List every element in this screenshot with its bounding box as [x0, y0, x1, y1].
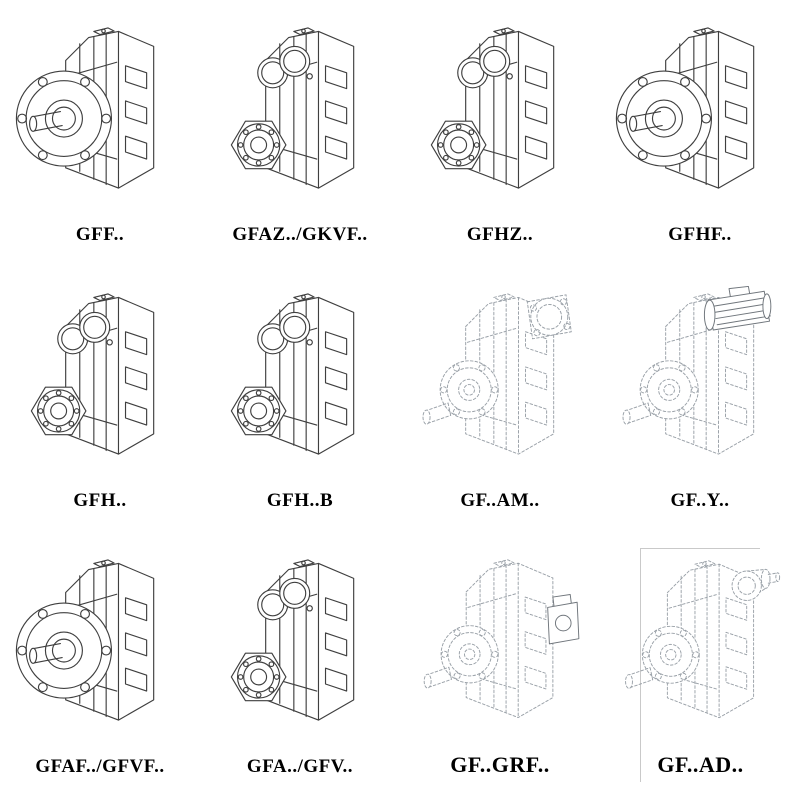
product-cell: GF..AD..	[640, 548, 760, 782]
product-label: GFA../GFV..	[246, 756, 354, 777]
product-cell: GFH..	[40, 282, 160, 516]
gearbox-hollow-drawing	[8, 286, 192, 484]
product-cell: GFH..B	[240, 282, 360, 516]
product-cell: GF..Y..	[640, 282, 760, 516]
gearbox-hollow-shaft-drawing	[408, 20, 592, 218]
product-label: GF..AM..	[460, 490, 540, 511]
product-label: GFAF../GFVF..	[35, 756, 165, 777]
gearbox-grf-input-drawing	[408, 552, 592, 747]
product-label: GFHF..	[668, 224, 732, 245]
gearbox-iec-adapter-drawing	[408, 286, 592, 484]
product-cell: GFAZ../GKVF..	[240, 16, 367, 250]
product-cell: GF..GRF..	[440, 548, 560, 782]
product-label: GF..AD..	[657, 752, 744, 777]
product-label: GFAZ../GKVF..	[232, 224, 368, 245]
gearbox-ad-input-drawing	[609, 553, 793, 747]
product-label: GF..Y..	[670, 490, 730, 511]
product-cell: GFHF..	[640, 16, 760, 250]
product-cell: GFF..	[40, 16, 160, 250]
gearbox-shaft-variant-drawing	[208, 552, 392, 750]
product-label: GFH..B	[266, 490, 334, 511]
product-cell: GFAF../GFVF..	[40, 548, 164, 782]
gearbox-hollow-base-drawing	[208, 286, 392, 484]
product-label: GFF..	[75, 224, 125, 245]
product-label: GF..GRF..	[450, 752, 550, 777]
product-cell: GFHZ..	[440, 16, 560, 250]
gearbox-with-motor-drawing	[608, 286, 792, 484]
product-cell: GFA../GFV..	[240, 548, 360, 782]
gearbox-hollow-flange-drawing	[608, 20, 792, 218]
gearbox-flange-variant-drawing	[8, 552, 192, 750]
gearbox-output-flange-drawing	[8, 20, 192, 218]
product-label: GFHZ..	[466, 224, 534, 245]
product-cell: GF..AM..	[440, 282, 560, 516]
product-label: GFH..	[73, 490, 127, 511]
gearbox-shaft-mounted-drawing	[208, 20, 392, 218]
